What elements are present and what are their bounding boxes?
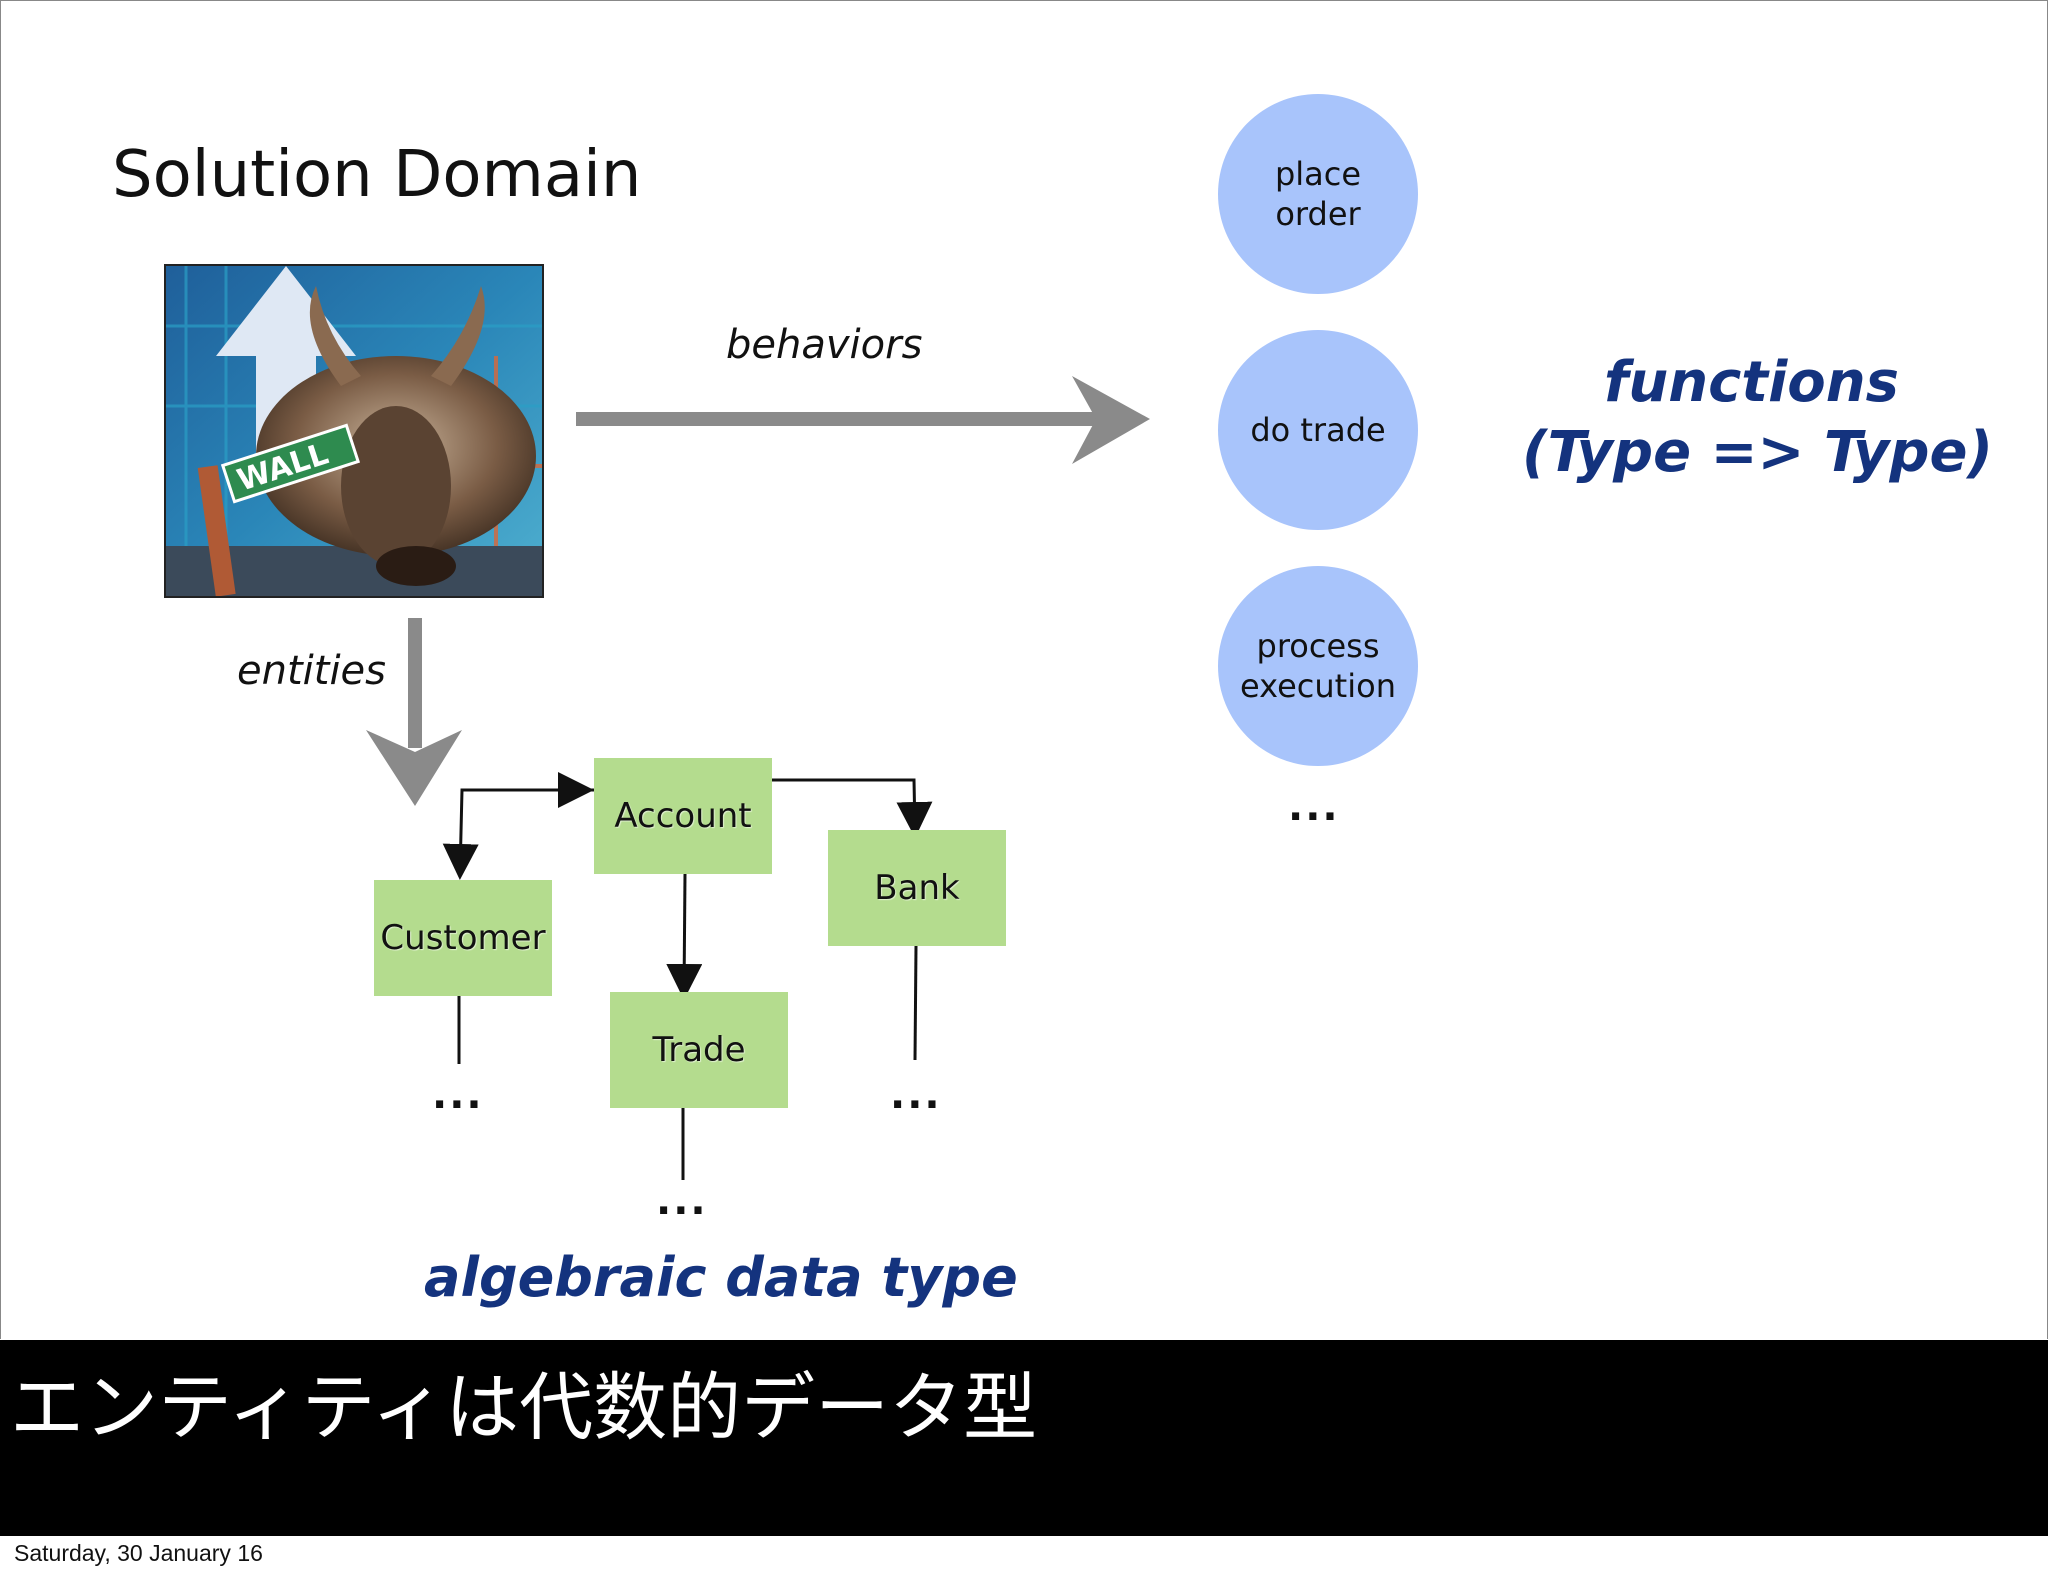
trade-ellipsis: ...	[656, 1178, 708, 1224]
wall-street-bull-image: WALL	[164, 264, 544, 598]
footer-date: Saturday, 30 January 16	[14, 1540, 263, 1566]
account-trade-connector	[666, 873, 703, 1000]
functions-signature: (Type => Type)	[1522, 420, 1994, 485]
slide-canvas	[0, 0, 2048, 1339]
functions-label: functions	[1604, 350, 1899, 415]
customer-ellipsis: ...	[432, 1072, 484, 1118]
behavior-do-trade: do trade	[1218, 330, 1418, 530]
entity-account-box: Account	[594, 758, 772, 874]
behaviors-label: behaviors	[726, 322, 923, 368]
entities-label: entities	[237, 648, 387, 694]
bank-ellipsis: ...	[890, 1072, 942, 1118]
entities-arrow	[366, 618, 462, 806]
subtitle-text: エンティティは代数的データ型	[10, 1365, 1038, 1451]
behavior-place-order: place order	[1218, 94, 1418, 294]
behaviors-arrow	[576, 376, 1150, 464]
entity-bank-box: Bank	[828, 830, 1006, 946]
bank-continuation-line	[913, 945, 918, 1061]
behavior-place-order-label: place order	[1274, 155, 1362, 233]
slide-title: Solution Domain	[112, 138, 642, 212]
adt-label: algebraic data type	[424, 1246, 1018, 1309]
entity-customer-box: Customer	[374, 880, 552, 996]
account-bank-connector	[772, 778, 933, 838]
behavior-process-execution: process execution	[1218, 566, 1418, 766]
entity-trade-box: Trade	[610, 992, 788, 1108]
behavior-do-trade-label: do trade	[1250, 411, 1386, 449]
behaviors-ellipsis: ...	[1288, 784, 1340, 830]
account-customer-connector	[442, 788, 594, 880]
behavior-process-execution-label: process execution	[1240, 627, 1396, 705]
subtitle-band	[0, 1340, 2048, 1536]
